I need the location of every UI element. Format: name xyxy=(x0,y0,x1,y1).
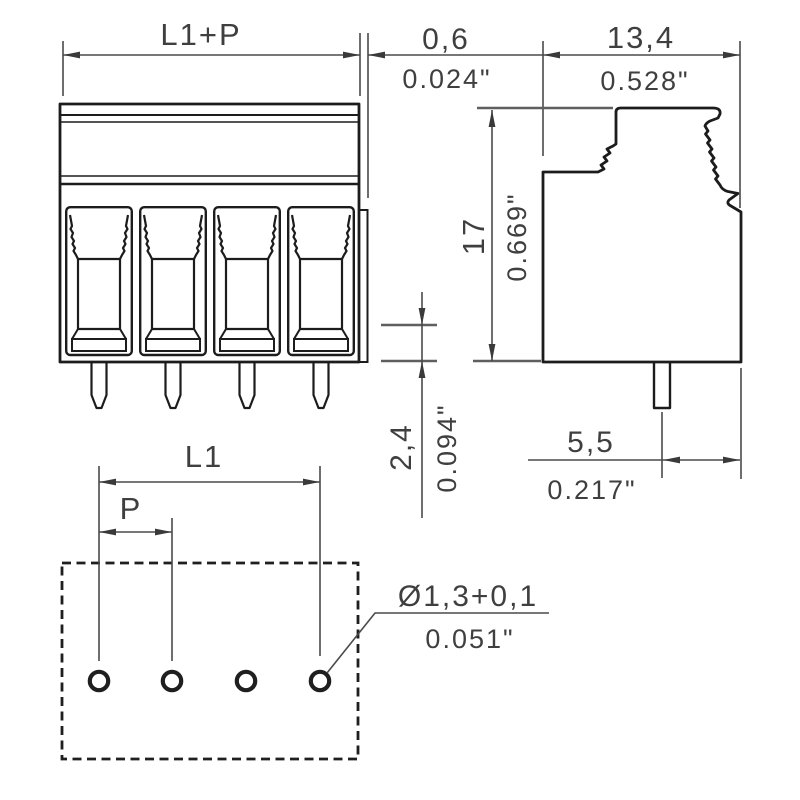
dim-height-mm: 17 xyxy=(456,217,491,255)
dim-height-inch: 0.669" xyxy=(502,192,532,281)
dim-edge-inch: 0.217" xyxy=(547,475,636,505)
hole-2 xyxy=(160,669,184,693)
dim-edge-mm: 5,5 xyxy=(567,426,615,459)
pin-3 xyxy=(238,360,256,410)
front-view-pins xyxy=(90,360,330,410)
pin-4 xyxy=(312,360,330,410)
dim-p-label: P xyxy=(120,491,143,526)
clamp-cell-3 xyxy=(212,205,281,357)
clamp-cell-2 xyxy=(138,205,207,357)
dim-gap-inch: 0.024" xyxy=(402,64,491,94)
dim-height: 17 0.669" xyxy=(456,106,613,363)
dim-offset: 2,4 0.094" xyxy=(381,292,462,518)
dim-gap-mm: 0,6 xyxy=(422,23,470,56)
footprint-view xyxy=(60,561,360,761)
front-view xyxy=(58,102,369,410)
dim-l1: L1 xyxy=(98,439,321,661)
dim-edge: 5,5 0.217" xyxy=(528,368,742,505)
dim-depth-inch: 0.528" xyxy=(600,66,689,96)
hole-callout: Ø1,3+0,1 0.051" xyxy=(326,580,549,674)
dim-offset-mm: 2,4 xyxy=(385,423,418,471)
hole-3 xyxy=(234,669,258,693)
dim-offset-inch: 0.094" xyxy=(432,403,462,492)
dim-depth: 13,4 0.528" xyxy=(542,20,741,208)
dim-depth-mm: 13,4 xyxy=(607,20,675,55)
dim-l1p-label: L1+P xyxy=(160,17,241,52)
dim-gap: 0,6 0.024" xyxy=(367,23,543,198)
hole-diameter-inch: 0.051" xyxy=(425,624,514,654)
pin-1 xyxy=(90,360,108,410)
dim-p: P xyxy=(99,491,173,661)
clamp-cell-4 xyxy=(287,205,355,357)
clamp-cell-1 xyxy=(64,205,133,357)
side-tab xyxy=(358,209,369,363)
hole-4 xyxy=(308,669,332,693)
dim-l1p: L1+P xyxy=(62,17,361,96)
side-view xyxy=(541,106,743,410)
side-pin xyxy=(652,362,672,410)
side-body-outline xyxy=(541,106,743,364)
dim-l1-label: L1 xyxy=(185,439,223,474)
hole-1 xyxy=(87,669,111,693)
footprint-outline xyxy=(60,561,360,761)
front-view-cells xyxy=(64,205,355,357)
hole-diameter-mm: Ø1,3+0,1 xyxy=(398,580,538,613)
pin-2 xyxy=(164,360,182,410)
front-body xyxy=(58,102,361,364)
